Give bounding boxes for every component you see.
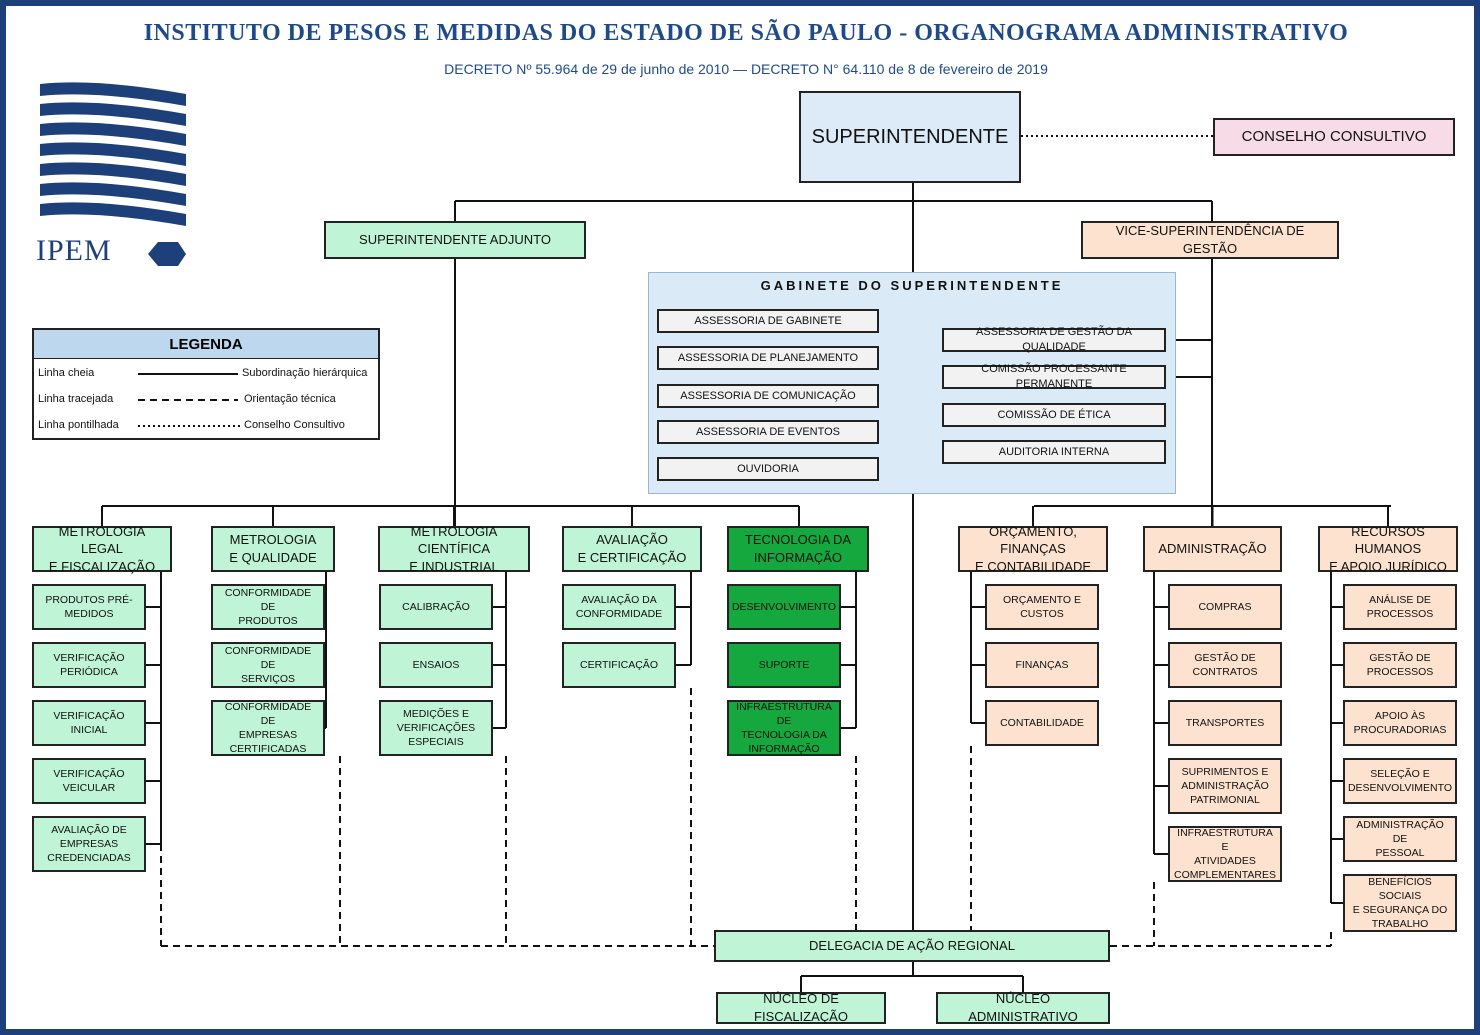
ipem-logo-icon xyxy=(40,82,186,266)
sub-unit-box[interactable]: SUPORTE xyxy=(727,642,841,688)
sub-unit-box[interactable]: COMPRAS xyxy=(1168,584,1282,630)
gabinete-item-box[interactable]: OUVIDORIA xyxy=(657,457,879,481)
gabinete-item-box[interactable]: ASSESSORIA DE GABINETE xyxy=(657,309,879,333)
nucleo-administrativo-box[interactable]: NÚCLEO ADMINISTRATIVO xyxy=(936,991,1110,1024)
gabinete-item-box[interactable]: ASSESSORIA DE GESTÃO DA QUALIDADE xyxy=(942,326,1166,353)
legend-line-samples xyxy=(138,373,240,427)
division-box[interactable]: ADMINISTRAÇÃO xyxy=(1143,526,1282,572)
gabinete-item-box[interactable]: ASSESSORIA DE COMUNICAÇÃO xyxy=(657,384,879,408)
legend-desc: Conselho Consultivo xyxy=(244,419,345,431)
sub-unit-box[interactable]: TRANSPORTES xyxy=(1168,700,1282,746)
legend-label: Linha tracejada xyxy=(38,393,114,405)
gabinete-item-box[interactable]: ASSESSORIA DE EVENTOS xyxy=(657,420,879,444)
logo-text: IPEM xyxy=(36,234,112,267)
legend-label: Linha pontilhada xyxy=(38,419,119,431)
legend-label: Linha cheia xyxy=(38,367,95,379)
sub-unit-box[interactable]: FINANÇAS xyxy=(985,642,1099,688)
delegacia-box[interactable]: DELEGACIA DE AÇÃO REGIONAL xyxy=(714,930,1110,962)
superintendente-box[interactable]: SUPERINTENDENTE xyxy=(799,91,1021,183)
superintendente-adjunto-box[interactable]: SUPERINTENDENTE ADJUNTO xyxy=(324,221,586,259)
conselho-consultivo-box[interactable]: CONSELHO CONSULTIVO xyxy=(1213,118,1455,156)
gabinete-item-box[interactable]: COMISSÃO PROCESSANTE PERMANENTE xyxy=(942,363,1166,390)
sub-unit-box[interactable]: CONTABILIDADE xyxy=(985,700,1099,746)
sub-unit-box[interactable]: DESENVOLVIMENTO xyxy=(727,584,841,630)
legend-desc: Subordinação hierárquica xyxy=(242,367,368,379)
legend-title: LEGENDA xyxy=(34,330,378,359)
gabinete-item-box[interactable]: ASSESSORIA DE PLANEJAMENTO xyxy=(657,346,879,370)
legend: LEGENDA Linha cheia Subordinação hierárq… xyxy=(32,328,380,440)
gabinete-item-box[interactable]: AUDITORIA INTERNA xyxy=(942,440,1166,464)
gabinete-item-box[interactable]: COMISSÃO DE ÉTICA xyxy=(942,403,1166,427)
vice-superintendencia-box[interactable]: VICE-SUPERINTENDÊNCIA DE GESTÃO xyxy=(1081,221,1339,259)
sub-unit-box[interactable]: VERIFICAÇÃO INICIAL xyxy=(32,700,146,746)
page-title: INSTITUTO DE PESOS E MEDIDAS DO ESTADO D… xyxy=(143,20,1349,46)
gabinete-title: GABINETE DO SUPERINTENDENTE xyxy=(760,278,1064,293)
legend-desc: Orientação técnica xyxy=(244,393,336,405)
nucleo-fiscalizacao-box[interactable]: NÚCLEO DE FISCALIZAÇÃO xyxy=(716,991,886,1024)
sub-unit-box[interactable]: ENSAIOS xyxy=(379,642,493,688)
page-subtitle: DECRETO Nº 55.964 de 29 de junho de 2010… xyxy=(444,61,1048,77)
sub-unit-box[interactable]: CERTIFICAÇÃO xyxy=(562,642,676,688)
sub-unit-box[interactable]: CALIBRAÇÃO xyxy=(379,584,493,630)
sub-unit-box[interactable]: PRODUTOS PRÉ-MEDIDOS xyxy=(32,584,146,630)
